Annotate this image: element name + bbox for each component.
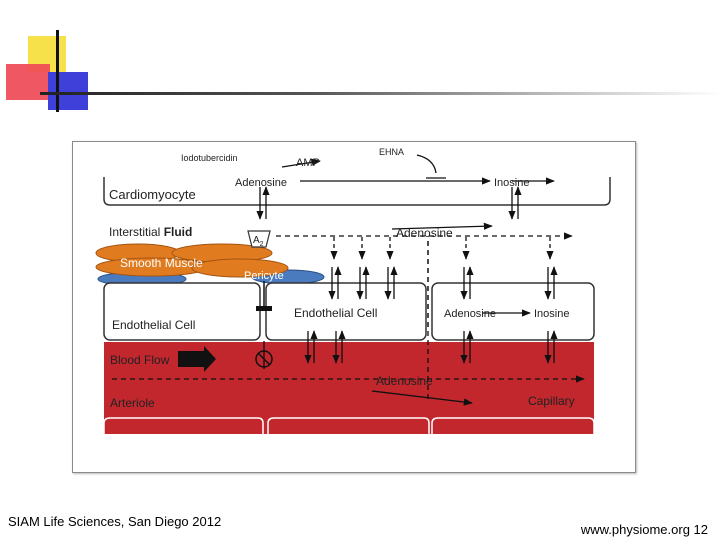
iodotubercidin-label: Iodotubercidin — [181, 153, 238, 163]
decorative-blue-square — [48, 72, 88, 110]
endothelial-cell-left-label: Endothelial Cell — [112, 318, 195, 332]
ehna-label: EHNA — [379, 147, 404, 157]
lower-cell-borders — [103, 417, 595, 434]
adenosine-cardiomyocyte-label: Adenosine — [235, 177, 287, 189]
adenosine-transport-diagram: A2 — [95, 147, 611, 434]
arteriole-label: Arteriole — [110, 396, 155, 410]
adenosine-blood-label: Adenosine — [376, 374, 433, 388]
endothelial-cell-middle-label: Endothelial Cell — [294, 306, 377, 320]
a2-receptor — [247, 230, 271, 248]
adenosine-endothelial-label: Adenosine — [444, 308, 496, 320]
interstitial-fluid-label: Interstitial Fluid — [109, 225, 192, 239]
a2-receptor-label: A2 — [253, 235, 264, 248]
amp-label: AMP — [296, 157, 320, 169]
blood-region — [104, 342, 594, 434]
smooth-muscle-label: Smooth Muscle — [120, 256, 203, 270]
adenosine-interstitial-label: Adenosine — [396, 226, 453, 240]
endothelial-cell-left-box — [103, 282, 261, 341]
footer-website-page-number: www.physiome.org 12 — [580, 522, 708, 537]
pericyte-label: Pericyte — [244, 270, 284, 282]
capillary-label: Capillary — [528, 394, 575, 408]
blocker-bar — [256, 306, 272, 311]
decorative-horizontal-line — [40, 92, 720, 95]
inosine-cardiomyocyte-label: Inosine — [494, 177, 529, 189]
footer-conference-label: SIAM Life Sciences, San Diego 2012 — [8, 514, 222, 529]
inosine-endothelial-label: Inosine — [534, 308, 569, 320]
transport-arrows — [112, 154, 585, 406]
smooth-muscle-cells — [95, 243, 289, 278]
cardiomyocyte-label: Cardiomyocyte — [109, 187, 196, 202]
cardiomyocyte-border — [103, 177, 611, 206]
blood-flow-arrow — [178, 346, 216, 372]
blood-flow-label: Blood Flow — [110, 353, 170, 367]
decorative-vertical-line — [56, 30, 59, 112]
